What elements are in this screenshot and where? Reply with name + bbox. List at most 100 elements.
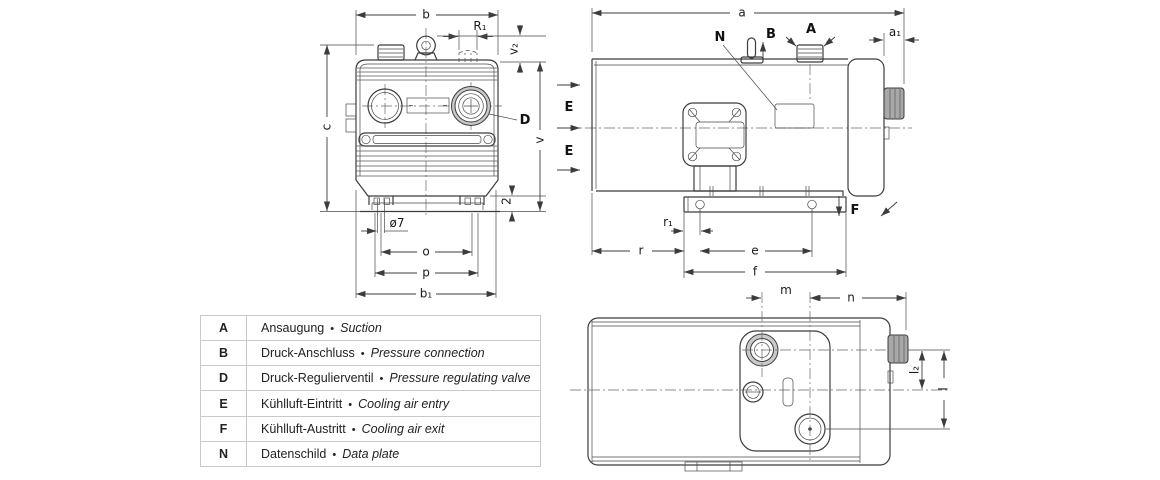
callout-n-leader (722, 44, 778, 111)
rail-bolt-right (807, 199, 817, 210)
bullet-separator: • (379, 373, 384, 386)
dim-label-m: m (780, 283, 792, 297)
bullet-separator: • (348, 398, 353, 411)
foot-bolt (474, 197, 481, 205)
callout-n: N (715, 30, 726, 45)
legend-description: Datenschild • Data plate (246, 440, 541, 468)
top-view: m n l₂ l (570, 283, 951, 472)
side-tab-upper (345, 103, 357, 117)
dim-hole-ext (377, 199, 385, 233)
front-view: b R₁ v₂ c v 2 ø7 o (320, 8, 547, 301)
dim-label-l2: l₂ (908, 366, 922, 374)
dim-bottom-ext (591, 193, 847, 278)
callout-a: A (806, 22, 816, 37)
bullet-separator: • (332, 448, 337, 461)
front-port-circle (367, 88, 403, 124)
flange-screw (687, 107, 698, 118)
level-window (782, 377, 794, 407)
lifting-eye-hole (421, 40, 431, 51)
legend-row: B Druck-Anschluss•Pressure connection (200, 340, 541, 367)
dim-l-ext (826, 349, 950, 430)
legend-key: D (200, 365, 247, 392)
legend-english: Pressure regulating valve (389, 371, 531, 386)
base-rail (683, 196, 847, 213)
suction-cap (796, 44, 824, 63)
flange-screw (687, 151, 698, 162)
legend-key: N (200, 440, 247, 468)
dim-label-r1: r₁ (663, 215, 673, 229)
bullet-separator: • (360, 348, 365, 361)
dim-label-c: c (320, 124, 334, 131)
legend-english: Data plate (342, 446, 400, 461)
bottom-tab-lines (696, 462, 731, 471)
gas-ballast-knob-top (887, 334, 909, 364)
nameplate (406, 97, 450, 114)
legend-key: B (200, 340, 247, 367)
band-bolt-left (361, 134, 371, 145)
rail-bolt-left (695, 199, 705, 210)
pump-body-top (587, 317, 891, 466)
flange-screw (731, 107, 742, 118)
legend-key: E (200, 390, 247, 417)
dim-label-r1: R₁ (473, 19, 486, 33)
legend-german: Kühlluft-Austritt (261, 421, 346, 436)
bullet-separator: • (351, 423, 356, 436)
pump-body-front (355, 59, 499, 197)
dim-label-p: p (422, 266, 430, 280)
dim-o-ext (380, 213, 473, 256)
side-view: N B A E E F a a₁ r r₁ e (557, 6, 919, 279)
legend-key: F (200, 415, 247, 442)
callout-b: B (766, 27, 776, 42)
callout-a-arrow (823, 36, 836, 47)
dim-label-b1: b₁ (420, 287, 433, 301)
band-slot (372, 135, 482, 144)
legend-row: D Druck-Regulierventil • Pressure regulati… (200, 365, 541, 392)
flange-window (695, 121, 745, 149)
dim-label-r: r (639, 244, 644, 258)
legend-row: A Ansaugung•Suction (200, 314, 541, 342)
lower-band (358, 132, 496, 147)
base-bar (371, 202, 484, 210)
legend-german: Kühlluft-Eintritt (261, 396, 343, 411)
dim-label-a: a (738, 6, 745, 20)
callout-f: F (851, 203, 860, 218)
fins-top (357, 67, 497, 81)
regulating-valve-inner (462, 97, 480, 115)
legend-description: Ansaugung•Suction (246, 314, 541, 342)
port-centerlines (742, 292, 886, 460)
motor-end-cap (847, 58, 885, 197)
legend-table: A Ansaugung•Suction B Druck-Anschluss•Pr… (200, 314, 541, 468)
sight-glass-outer (742, 381, 764, 403)
callout-e-lower: E (565, 144, 574, 159)
dim-label-e: e (751, 244, 758, 258)
callout-e-upper: E (565, 100, 574, 115)
pump-body-side (591, 58, 848, 196)
dim-label-f: f (753, 265, 758, 279)
oil-fill-cap (377, 44, 405, 61)
pump-body-top-inner (591, 320, 861, 463)
callout-d: D (520, 113, 531, 128)
flange-neck (693, 165, 737, 192)
lifting-eye-base (414, 52, 438, 61)
dim-label-n: n (847, 291, 855, 305)
knob-stub (883, 126, 890, 140)
knob-knurling (889, 89, 901, 118)
end-cover-panel (739, 330, 831, 452)
legend-row: N Datenschild • Data plate (200, 440, 541, 468)
legend-german: Druck-Regulierventil (261, 371, 374, 386)
legend-description: Kühlluft-Austritt•Cooling air exit (246, 415, 541, 442)
regulating-valve-slot (464, 99, 478, 113)
flange-screw (731, 151, 742, 162)
legend-description: Kühlluft-Eintritt•Cooling air entry (246, 390, 541, 417)
legend-german: Datenschild (261, 446, 327, 461)
oil-fill-cap-ribs (379, 48, 403, 58)
pump-body-side-inner (594, 61, 848, 189)
legend-german: Ansaugung (261, 321, 325, 336)
callout-a-arrow (785, 36, 797, 47)
gas-ballast-knob (883, 87, 905, 120)
foot-bolt (464, 197, 471, 205)
bullet-separator: • (330, 323, 335, 336)
dim-r1-ext (458, 30, 478, 50)
flange-diagonals (688, 108, 741, 161)
